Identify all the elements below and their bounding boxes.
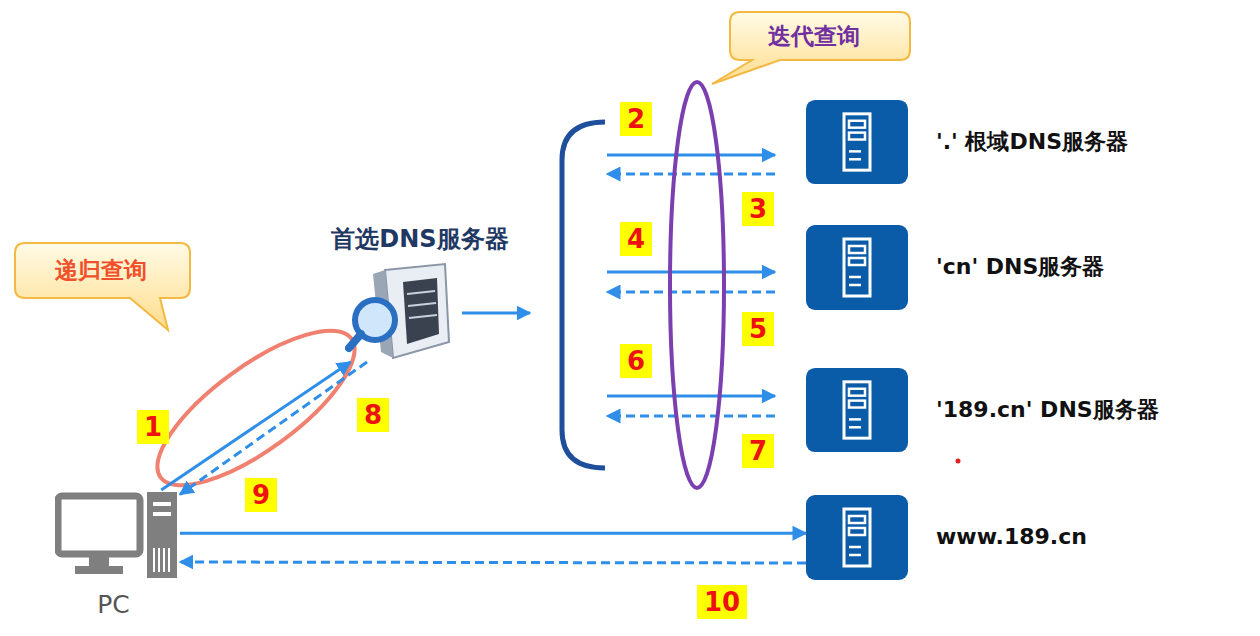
callout-number: 8 <box>357 398 389 432</box>
pc: PC <box>55 490 180 580</box>
query-arrow <box>607 395 775 398</box>
server-icon <box>806 495 908 580</box>
reply-arrow <box>180 362 367 495</box>
reply-arrow <box>607 415 775 418</box>
callout-number: 6 <box>620 344 652 378</box>
callout-number: 4 <box>620 222 652 256</box>
server-icon <box>806 368 908 452</box>
query-arrow <box>180 532 806 535</box>
server-icon <box>806 100 908 184</box>
node-label: 'cn' DNS服务器 <box>936 254 1104 280</box>
query-arrow <box>607 154 775 157</box>
web-server: www.189.cn <box>806 495 908 580</box>
callout-text: 递归查询 <box>55 255 147 285</box>
callout-number: 3 <box>742 192 774 226</box>
callout-number: 1 <box>137 410 169 444</box>
node-label: '.' 根域DNS服务器 <box>936 129 1128 155</box>
callout-number: 5 <box>742 312 774 346</box>
root-dns-server: '.' 根域DNS服务器 <box>806 100 908 184</box>
callout-number: 7 <box>742 434 774 468</box>
dns-server-icon <box>345 262 455 362</box>
bracket <box>562 122 605 468</box>
query-arrow <box>161 362 350 490</box>
server-icon <box>806 225 908 310</box>
reply-arrow <box>180 562 806 563</box>
cn-dns-server: 'cn' DNS服务器 <box>806 225 908 310</box>
callout-number: 9 <box>245 478 277 512</box>
node-label: www.189.cn <box>936 524 1087 550</box>
callout-number: 10 <box>697 585 747 619</box>
reply-arrow <box>607 291 775 294</box>
dot <box>956 459 961 464</box>
node-label: PC <box>97 590 130 620</box>
query-arrow <box>607 271 775 274</box>
callout-box <box>15 243 190 330</box>
preferred-dns-server: 首选DNS服务器 <box>345 262 455 362</box>
node-label: 首选DNS服务器 <box>331 225 508 254</box>
callout-number: 2 <box>620 102 652 136</box>
node-label: '189.cn' DNS服务器 <box>936 397 1159 423</box>
callout-box <box>712 12 910 84</box>
recursive-ring <box>136 305 376 512</box>
callout-text: 迭代查询 <box>768 21 860 51</box>
iterative-ring <box>670 82 724 488</box>
domain-dns-server: '189.cn' DNS服务器 <box>806 368 908 452</box>
pc-icon <box>55 490 180 580</box>
flow-arrow <box>462 312 530 315</box>
reply-arrow <box>607 173 775 176</box>
